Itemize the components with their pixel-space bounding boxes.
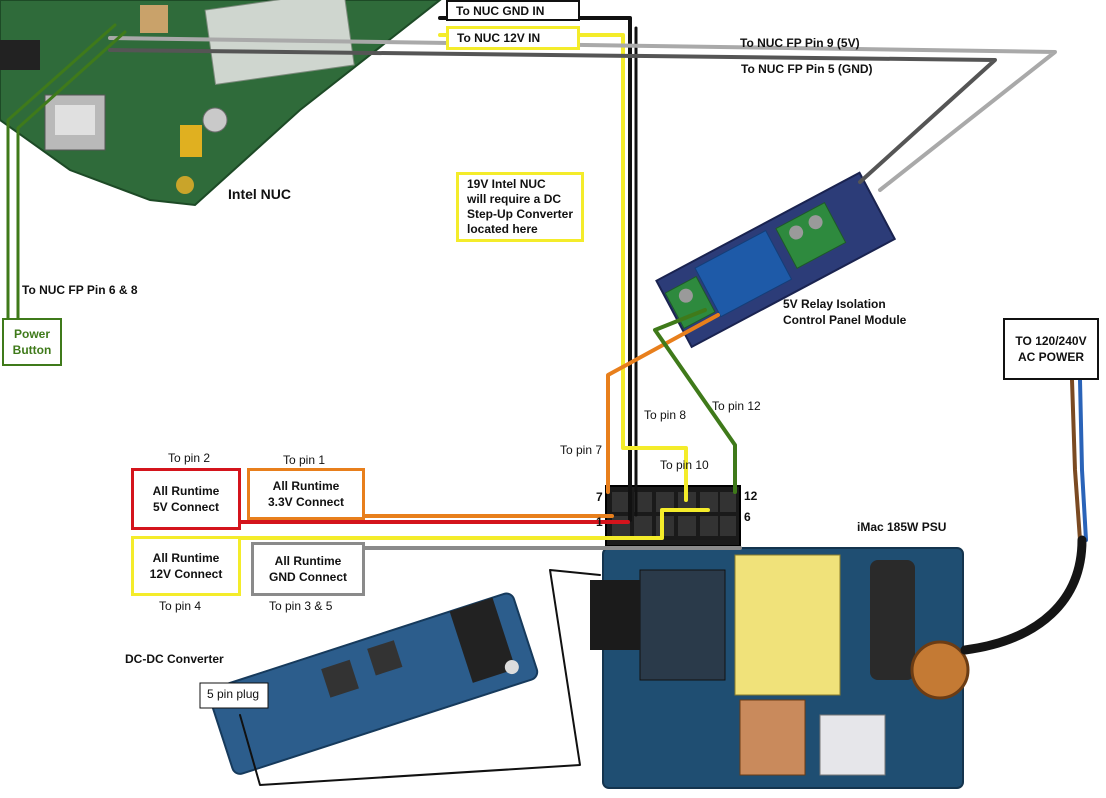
label-to-pin12: To pin 12	[712, 399, 761, 413]
box-step-up-note: 19V Intel NUC will require a DC Step-Up …	[456, 172, 584, 242]
step-up-line-3: Step-Up Converter	[467, 207, 574, 221]
wire-power-button-b	[16, 30, 127, 320]
rt-3v3-line-2: 3.3V Connect	[267, 495, 345, 509]
rt-gnd-line-1: All Runtime	[274, 554, 342, 568]
box-power-button[interactable]: Power Button	[2, 318, 62, 366]
power-button-line-1: Power	[13, 327, 50, 341]
wires	[6, 16, 1088, 786]
dcdc-converter-board	[208, 592, 539, 775]
box-nuc-12v-in: To NUC 12V IN	[446, 26, 580, 50]
rt-gnd-line-2: GND Connect	[269, 570, 347, 584]
wire-relay-pin12	[653, 308, 737, 494]
label-intel-nuc: Intel NUC	[228, 186, 291, 202]
wire-dcdc-loop	[239, 569, 601, 786]
plug-box	[199, 682, 269, 709]
wire-nuc-12v	[438, 33, 688, 502]
pin-number-6: 6	[744, 510, 751, 524]
rt-12v-line-1: All Runtime	[152, 551, 220, 565]
label-fp-pin68: To NUC FP Pin 6 & 8	[22, 283, 138, 297]
label-to-pin35: To pin 3 & 5	[269, 599, 333, 613]
intel-nuc-board	[0, 0, 442, 207]
step-up-line-1: 19V Intel NUC	[467, 177, 546, 191]
wire-12v	[238, 508, 710, 540]
relay-line-2: Control Panel Module	[783, 313, 907, 327]
label-fp-pin9: To NUC FP Pin 9 (5V)	[740, 36, 860, 50]
label-to-pin7: To pin 7	[560, 443, 603, 457]
label-relay-module: 5V Relay Isolation Control Panel Module	[783, 296, 906, 328]
box-runtime-3v3: All Runtime 3.3V Connect	[247, 468, 365, 520]
box-ac-power: TO 120/240V AC POWER	[1003, 318, 1099, 380]
label-to-pin10: To pin 10	[660, 458, 709, 472]
relay-module	[655, 171, 897, 349]
label-fp-pin5: To NUC FP Pin 5 (GND)	[741, 62, 873, 76]
box-runtime-12v: All Runtime 12V Connect	[131, 536, 241, 596]
pin-number-7: 7	[596, 490, 603, 504]
imac-psu-board	[590, 547, 970, 789]
wire-power-button-a	[6, 23, 117, 320]
pin-number-1: 1	[596, 515, 603, 529]
rt-12v-line-2: 12V Connect	[149, 567, 223, 581]
power-button-line-2: Button	[12, 343, 52, 357]
nuc-12v-in-text: To NUC 12V IN	[457, 31, 541, 45]
box-runtime-gnd: All Runtime GND Connect	[251, 542, 365, 596]
wire-relay-pin7	[606, 313, 720, 494]
ac-power-line-2: AC POWER	[1018, 350, 1084, 364]
label-to-pin8: To pin 8	[644, 408, 687, 422]
box-runtime-5v: All Runtime 5V Connect	[131, 468, 241, 530]
rt-5v-line-1: All Runtime	[152, 484, 220, 498]
label-to-pin1: To pin 1	[283, 453, 326, 467]
label-to-pin2: To pin 2	[168, 451, 211, 465]
rt-5v-line-2: 5V Connect	[152, 500, 219, 514]
wire-fp9	[108, 36, 1057, 192]
label-to-pin4: To pin 4	[159, 599, 202, 613]
label-5-pin-plug: 5 pin plug	[207, 687, 260, 701]
wire-ac-cord	[960, 535, 1087, 655]
label-imac-psu: iMac 185W PSU	[857, 520, 947, 534]
wire-ac-blue	[1078, 378, 1088, 542]
rt-3v3-line-1: All Runtime	[272, 479, 340, 493]
step-up-line-4: located here	[467, 222, 538, 236]
box-nuc-gnd-in: To NUC GND IN	[446, 0, 580, 21]
ac-power-line-1: TO 120/240V	[1015, 334, 1087, 348]
pin-number-12: 12	[744, 489, 758, 503]
label-dcdc-converter: DC-DC Converter	[125, 652, 224, 666]
step-up-line-2: will require a DC	[467, 192, 562, 206]
wire-ac-brown	[1070, 378, 1082, 542]
wire-fp5	[108, 48, 997, 184]
relay-line-1: 5V Relay Isolation	[783, 297, 886, 311]
nuc-gnd-in-text: To NUC GND IN	[456, 3, 545, 18]
